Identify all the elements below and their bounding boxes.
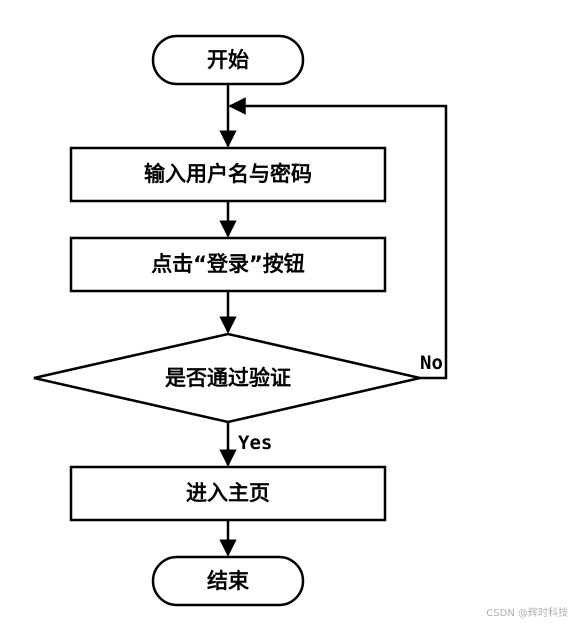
input-credentials-label: 输入用户名与密码 bbox=[144, 162, 312, 186]
click-login-label: 点击“登录”按钮 bbox=[151, 252, 305, 276]
end-node bbox=[151, 555, 305, 607]
end-node-label: 结束 bbox=[207, 569, 250, 593]
edge-no-loop bbox=[228, 97, 448, 380]
watermark: CSDN @辉时科技 bbox=[486, 608, 568, 619]
edge-yes-label: Yes bbox=[238, 432, 272, 454]
input-credentials-node bbox=[69, 146, 387, 203]
edge-no-label: No bbox=[420, 352, 443, 374]
enter-home-label: 进入主页 bbox=[186, 481, 270, 505]
start-node-label: 开始 bbox=[207, 48, 249, 72]
verify-decision-label: 是否通过验证 bbox=[165, 366, 291, 390]
